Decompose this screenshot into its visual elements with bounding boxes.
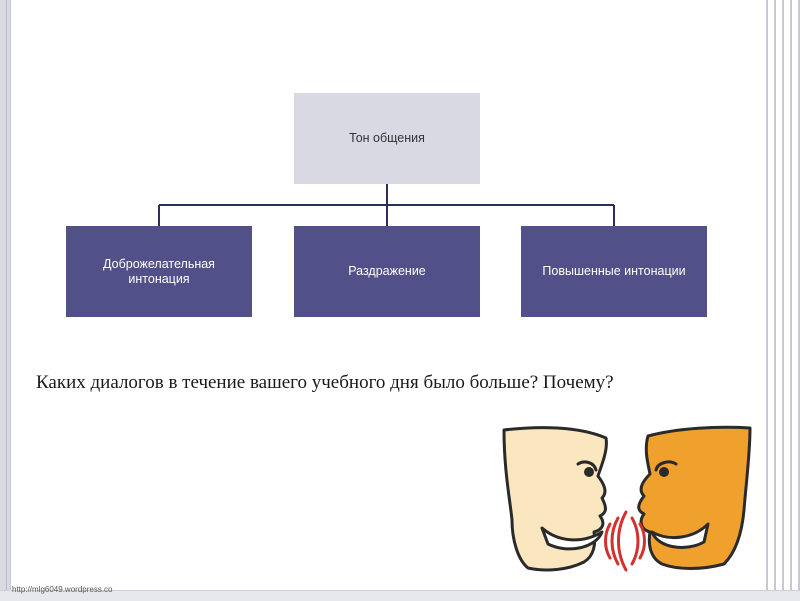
question-text: Каких диалогов в течение вашего учебного…	[36, 372, 614, 393]
node-label: Повышенные интонации	[542, 264, 686, 278]
border-stripe	[774, 0, 776, 600]
diagram-node-raised: Повышенные интонации	[521, 226, 707, 317]
left-face	[502, 426, 608, 572]
border-stripe	[798, 0, 800, 600]
border-stripe	[790, 0, 792, 600]
slide-bottom-border	[0, 590, 800, 601]
slide-left-border	[0, 0, 11, 600]
diagram-node-friendly: Доброжелательная интонация	[66, 226, 252, 317]
border-stripe	[766, 0, 768, 600]
node-label: Раздражение	[348, 264, 426, 278]
diagram-root-node: Тон общения	[294, 93, 480, 184]
node-label: Доброжелательная интонация	[103, 256, 215, 286]
border-stripe	[782, 0, 784, 600]
sound-waves-icon	[604, 510, 646, 572]
root-node-label: Тон общения	[349, 131, 425, 145]
slide-left-border-line	[6, 0, 7, 600]
two-talking-faces-icon	[502, 425, 752, 572]
slide-right-border	[766, 0, 800, 600]
source-url: http://mlg6049.wordpress.co	[12, 585, 113, 594]
diagram-node-irritation: Раздражение	[294, 226, 480, 317]
